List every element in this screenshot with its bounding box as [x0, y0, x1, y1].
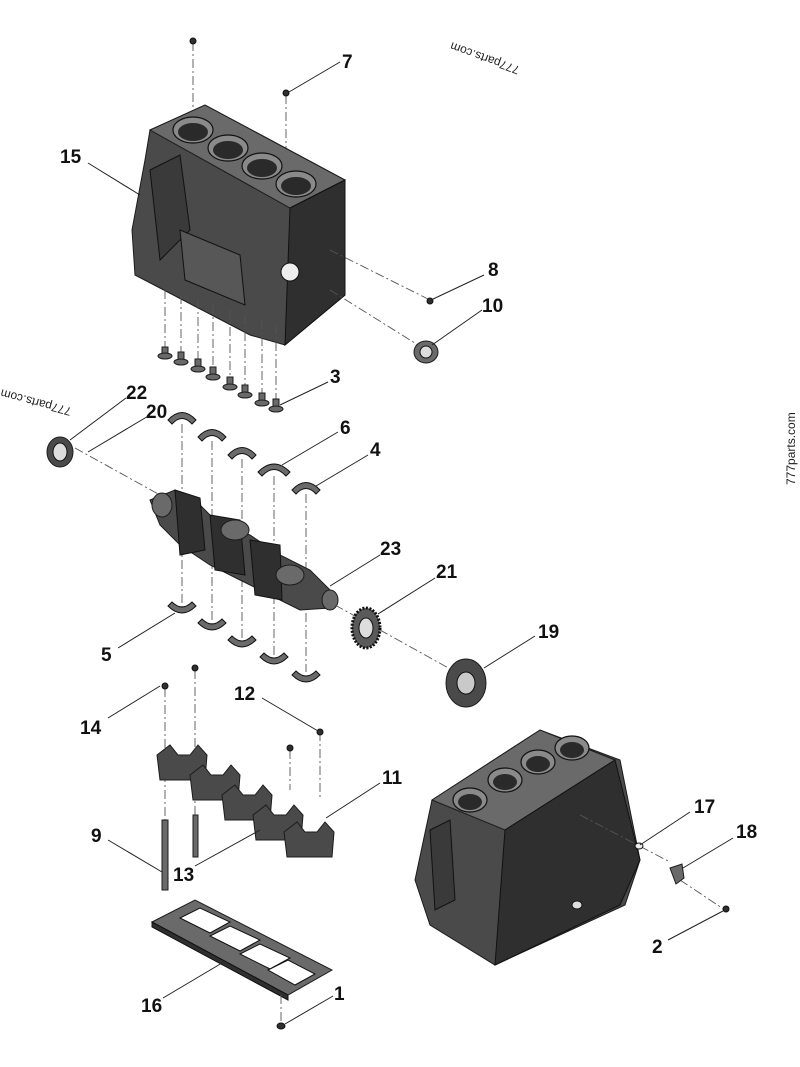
watermark-right: 777parts.com — [784, 412, 798, 485]
callout-20: 20 — [146, 402, 167, 423]
callout-21: 21 — [436, 562, 458, 583]
callout-4: 4 — [370, 440, 381, 461]
callout-9: 9 — [91, 826, 102, 847]
callout-18: 18 — [736, 822, 757, 843]
callout-5: 5 — [101, 645, 112, 666]
crankshaft[interactable] — [149, 489, 471, 681]
callout-22: 22 — [126, 383, 147, 404]
callout-labels: 7 15 8 10 3 22 20 6 4 23 21 19 5 12 14 1… — [60, 52, 757, 1017]
leader-lines — [69, 61, 734, 1025]
callout-13: 13 — [173, 865, 194, 886]
callout-16: 16 — [141, 996, 162, 1017]
main-bearing-bolts[interactable] — [157, 290, 284, 413]
main-bearing-caps[interactable] — [156, 664, 335, 891]
callout-11: 11 — [382, 768, 403, 789]
lower-bearing-shells[interactable] — [167, 601, 321, 683]
callout-3: 3 — [330, 367, 341, 388]
crank-pulley[interactable] — [445, 658, 487, 708]
callout-23: 23 — [380, 539, 401, 560]
callout-7: 7 — [342, 52, 353, 73]
callout-10: 10 — [482, 296, 503, 317]
watermark-top: 777parts.com — [448, 39, 521, 77]
cylinder-block-top[interactable] — [131, 37, 434, 347]
watermark-left: 777parts.com — [0, 386, 73, 418]
callout-15: 15 — [60, 147, 82, 168]
callout-12: 12 — [234, 684, 255, 705]
callout-2: 2 — [652, 937, 663, 958]
callout-19: 19 — [538, 622, 559, 643]
bearing-ladder-frame[interactable] — [150, 899, 334, 1030]
cam-bushing[interactable] — [413, 340, 439, 364]
crank-gear[interactable] — [350, 606, 382, 650]
callout-8: 8 — [488, 260, 499, 281]
callout-6: 6 — [340, 418, 351, 439]
callout-14: 14 — [80, 718, 102, 739]
cylinder-block-bottom[interactable] — [414, 729, 730, 966]
callout-1: 1 — [334, 984, 345, 1005]
callout-17: 17 — [694, 797, 715, 818]
rear-seal-ring[interactable] — [46, 436, 161, 496]
